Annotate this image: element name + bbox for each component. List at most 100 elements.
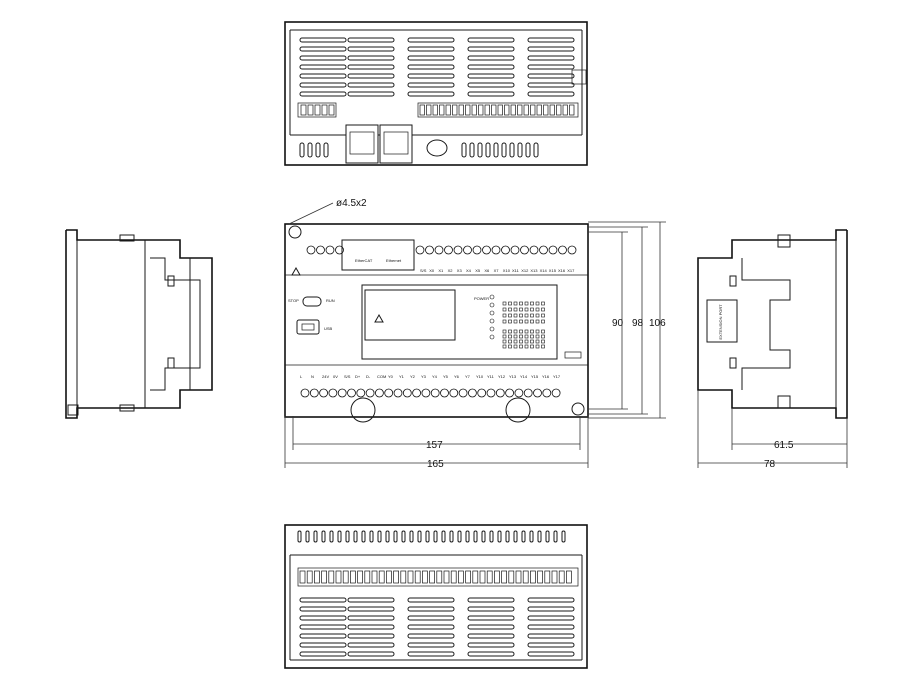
- vent-slot: [299, 597, 347, 603]
- terminal-tooth: [549, 104, 555, 116]
- vent-slot: [527, 64, 575, 70]
- terminal-screw: [356, 388, 366, 398]
- terminal-tooth: [478, 104, 484, 116]
- vent-slot: [467, 642, 515, 648]
- terminal-screw: [482, 245, 491, 255]
- io-led: [519, 307, 523, 312]
- status-led: [489, 302, 495, 308]
- dim-157: 157: [426, 440, 443, 451]
- terminal-tooth: [501, 570, 507, 584]
- terminal-screw: [486, 388, 496, 398]
- io-led: [513, 301, 518, 306]
- vent-slot: [467, 91, 515, 97]
- io-led: [535, 313, 540, 318]
- terminal-tooth: [450, 570, 457, 584]
- io-led: [524, 344, 529, 349]
- terminal-screw: [412, 388, 422, 398]
- vent-slot: [299, 624, 347, 630]
- vent-slot: [407, 651, 455, 657]
- terminal-screw: [495, 388, 505, 398]
- terminal-screw: [505, 388, 515, 398]
- vent-slot: [299, 91, 347, 97]
- io-led: [508, 339, 512, 344]
- io-led: [530, 319, 534, 324]
- terminal-tooth: [522, 570, 529, 584]
- terminal-label: X12: [521, 268, 529, 273]
- vent-slot: [347, 73, 395, 79]
- vent-slot: [401, 530, 406, 543]
- vent-slot: [407, 642, 455, 648]
- vent-slot: [417, 530, 422, 543]
- io-led: [535, 307, 540, 312]
- vent-slot: [425, 530, 430, 543]
- dim-90: 90: [612, 318, 624, 329]
- vent-slot: [369, 530, 374, 543]
- terminal-tooth: [544, 570, 551, 584]
- vent-slot: [347, 633, 395, 639]
- bottom-view: [284, 524, 588, 669]
- terminal-label: X1: [438, 268, 444, 273]
- vent-slot: [441, 530, 446, 543]
- vent-slot: [527, 46, 575, 52]
- io-led: [508, 301, 512, 306]
- terminal-label: Y13: [509, 374, 517, 379]
- vent-slot: [407, 606, 455, 612]
- io-led: [541, 319, 545, 324]
- terminal-screw: [529, 245, 539, 255]
- terminal-tooth: [393, 570, 399, 584]
- terminal-tooth: [445, 104, 451, 116]
- usb-label: USB: [324, 326, 333, 331]
- vent-slot: [347, 91, 395, 97]
- terminal-tooth: [558, 570, 565, 584]
- vent-slot: [347, 64, 395, 70]
- vent-slot: [347, 624, 395, 630]
- vent-slot: [485, 142, 491, 158]
- terminal-tooth: [515, 570, 522, 584]
- io-led: [541, 307, 545, 312]
- dim-106: 106: [649, 318, 666, 329]
- terminal-label: COM: [377, 374, 386, 379]
- io-led: [541, 339, 545, 344]
- vent-slot: [407, 64, 455, 70]
- vent-slot: [347, 46, 395, 52]
- terminal-screw: [306, 245, 316, 255]
- terminal-screw: [542, 388, 552, 398]
- io-led: [502, 319, 507, 324]
- terminal-screw: [449, 388, 459, 398]
- io-led: [508, 334, 512, 339]
- terminal-label: X4: [466, 268, 472, 273]
- terminal-tooth: [436, 570, 443, 584]
- terminal-tooth: [497, 104, 503, 116]
- terminal-screw: [558, 245, 567, 255]
- vent-slot: [305, 530, 310, 543]
- terminal-screw: [548, 245, 558, 255]
- io-led: [530, 344, 534, 349]
- vent-slot: [347, 82, 395, 88]
- ethernet-label: Ethernet: [386, 258, 402, 263]
- vent-slot: [407, 73, 455, 79]
- terminal-tooth: [458, 104, 464, 116]
- vent-slot: [449, 530, 454, 543]
- terminal-tooth: [465, 570, 471, 584]
- dim-61-5: 61.5: [774, 440, 794, 451]
- terminal-screw: [309, 388, 319, 398]
- terminal-label: Y15: [531, 374, 539, 379]
- io-led: [530, 339, 534, 344]
- terminal-screw: [300, 388, 310, 398]
- terminal-label: Y16: [542, 374, 550, 379]
- terminal-tooth: [378, 570, 385, 584]
- io-led: [502, 313, 507, 318]
- vent-slot: [299, 46, 347, 52]
- io-led: [508, 313, 512, 318]
- ethercat-label: EtherCAT: [355, 258, 373, 263]
- terminal-tooth: [566, 570, 572, 584]
- io-led: [535, 334, 540, 339]
- terminal-screw: [491, 245, 501, 255]
- vent-slot: [529, 530, 534, 543]
- run-stop-switch[interactable]: [302, 296, 322, 307]
- vent-slot: [457, 530, 462, 543]
- terminal-screw: [440, 388, 449, 398]
- vent-slot: [525, 142, 531, 158]
- terminal-tooth: [328, 104, 335, 116]
- vent-slot: [537, 530, 542, 543]
